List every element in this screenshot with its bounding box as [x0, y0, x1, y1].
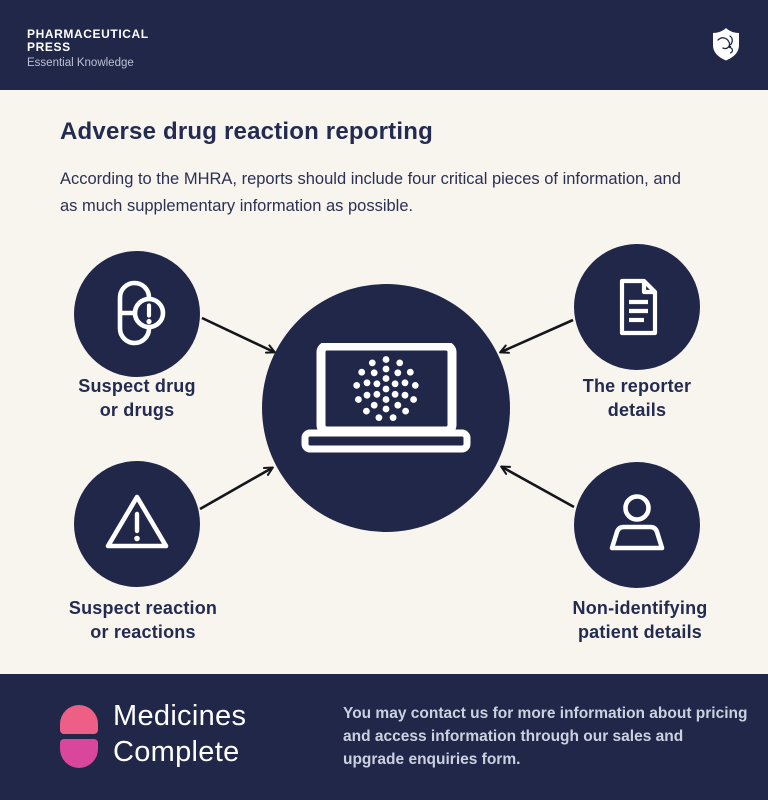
person-icon	[609, 494, 665, 551]
document-icon	[619, 278, 658, 336]
report-hub-circle	[262, 284, 510, 532]
brand-line-1: Medicines	[113, 700, 247, 732]
medicines-complete-logo: Medicines Complete	[113, 698, 246, 770]
pill-alert-icon	[117, 280, 166, 346]
shield-crest-icon	[710, 26, 742, 62]
label-suspect-drug: Suspect drug or drugs	[78, 376, 196, 420]
page-subtitle: According to the MHRA, reports should in…	[60, 170, 681, 215]
laptop-icon	[301, 343, 471, 453]
brand-line-2: Complete	[113, 736, 240, 768]
label-patient-details: Non-identifying patient details	[572, 598, 708, 642]
contact-text: You may contact us for more information …	[343, 705, 748, 768]
label-suspect-reaction: Suspect reaction or reactions	[68, 598, 218, 642]
node-suspect-reaction	[74, 461, 200, 587]
node-patient-details	[574, 462, 700, 588]
node-suspect-drug	[74, 251, 200, 377]
pill-icon	[60, 705, 98, 768]
infographic-body: Adverse drug reaction reporting Accordin…	[0, 90, 768, 674]
warning-triangle-icon	[105, 494, 169, 549]
footer-bar: Medicines Complete You may contact us fo…	[0, 674, 768, 800]
pharmaceutical-press-logo: PHARMACEUTICAL PRESS Essential Knowledge	[27, 27, 149, 70]
node-reporter-details	[574, 244, 700, 370]
page-title: Adverse drug reaction reporting	[60, 118, 433, 145]
logo-line-1: PHARMACEUTICAL	[27, 27, 149, 41]
label-reporter-details: The reporter details	[582, 376, 692, 420]
logo-tagline: Essential Knowledge	[27, 57, 134, 69]
connector-arrows	[199, 316, 575, 511]
header-bar: PHARMACEUTICAL PRESS Essential Knowledge	[0, 0, 768, 90]
laptop-dots-group	[353, 356, 419, 421]
logo-line-2: PRESS	[27, 40, 71, 54]
